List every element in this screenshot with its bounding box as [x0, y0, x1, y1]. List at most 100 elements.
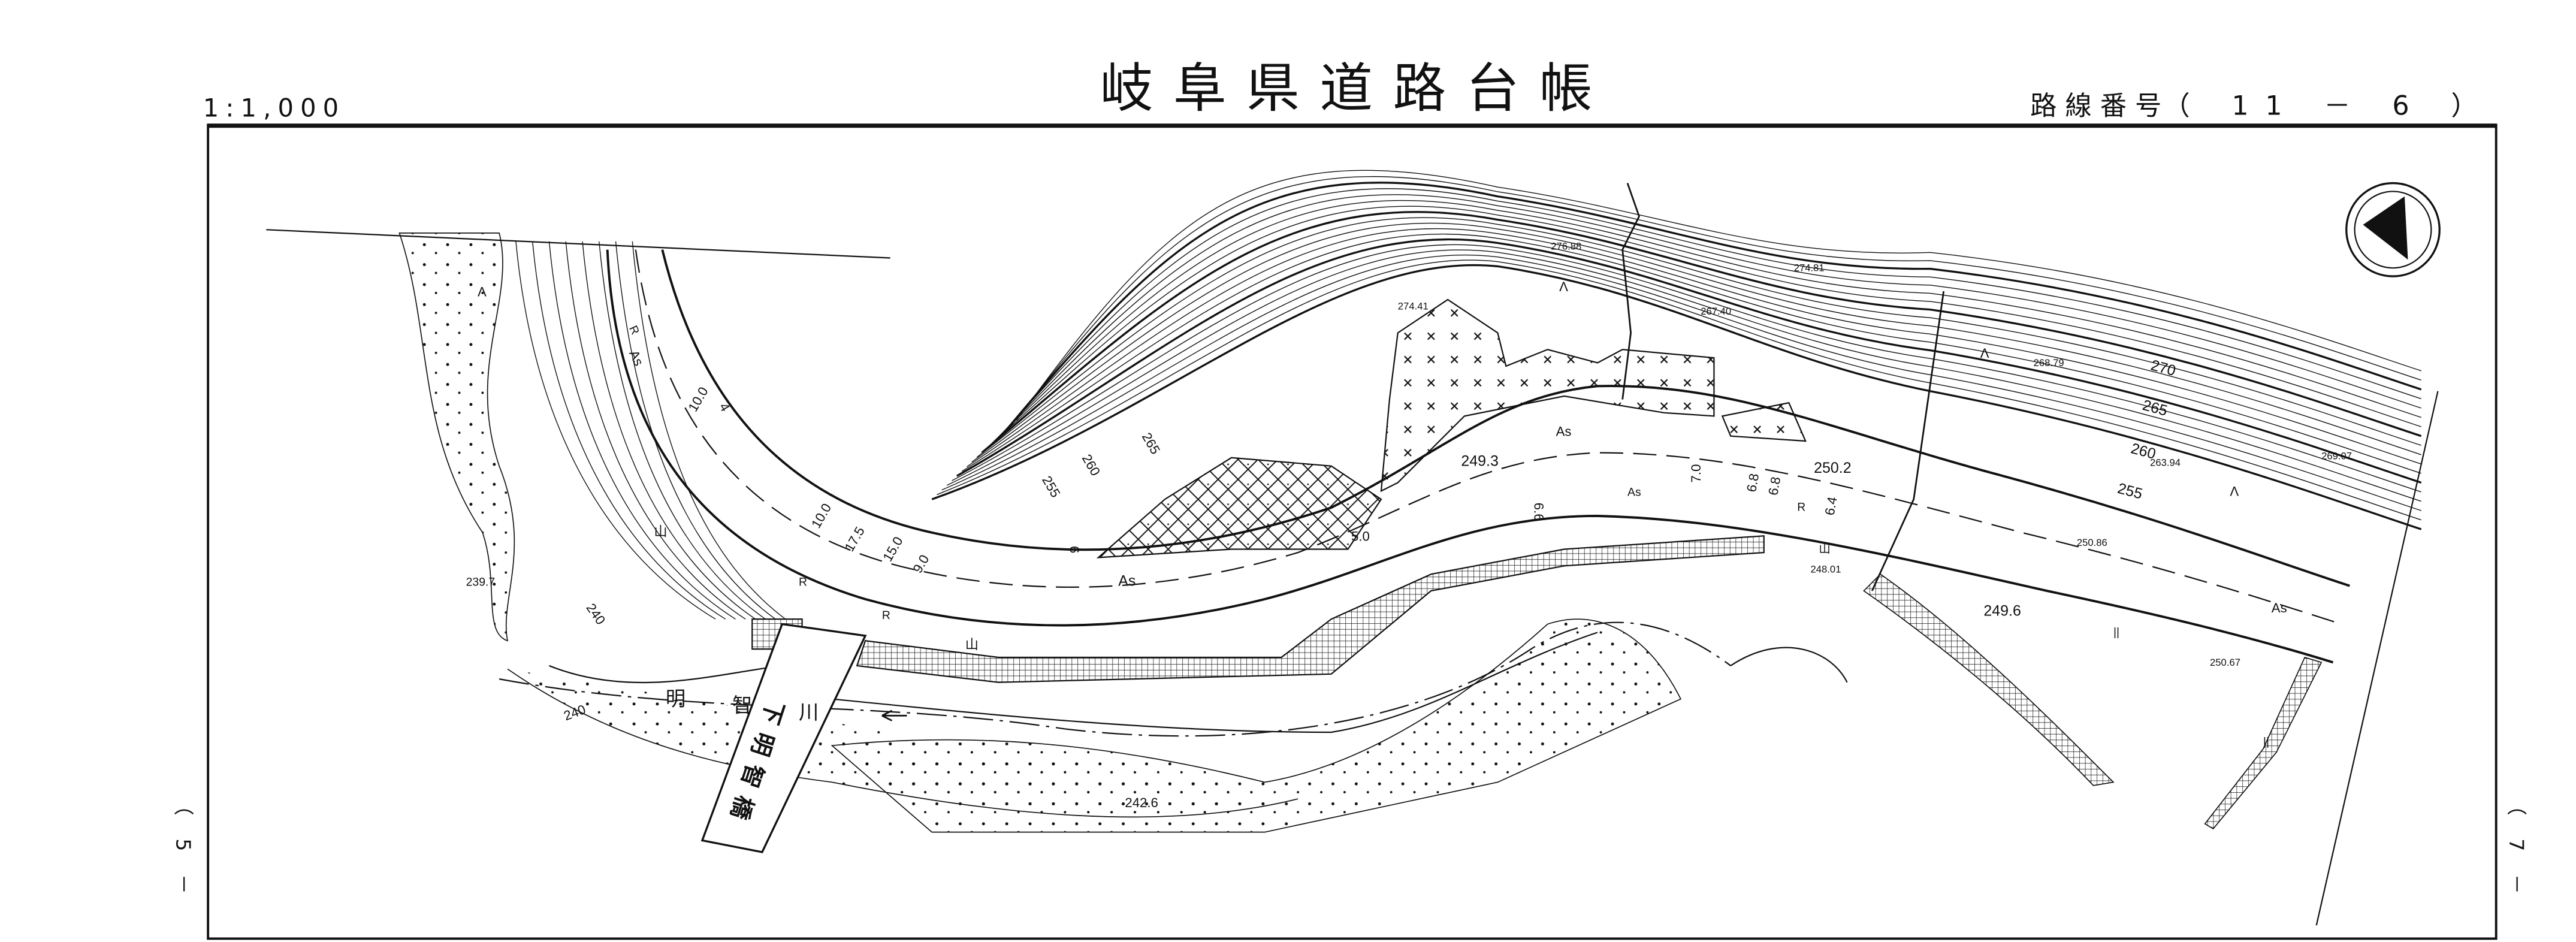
width-label: 6 — [1067, 546, 1082, 553]
surface-label: As — [1118, 573, 1136, 590]
forest-area-small — [1721, 401, 1807, 442]
side-road-right — [2204, 657, 2323, 830]
contour-line — [1016, 170, 2421, 421]
spot-height: 274.81 — [1794, 262, 1825, 274]
spot-height: 263.94 — [2150, 457, 2181, 469]
contour-line — [961, 233, 2421, 474]
land-use-label: Λ — [478, 284, 487, 299]
contour-line — [971, 222, 2421, 463]
contour-line — [531, 241, 726, 620]
surface-label: As — [1556, 424, 1572, 439]
land-use-label: 山 — [965, 637, 979, 652]
spot-height: 269.07 — [2321, 451, 2352, 462]
width-label: 6.6 — [1532, 503, 1547, 521]
contour-line — [599, 241, 766, 620]
boundary-line-right — [2315, 391, 2439, 926]
route-number-label: 路線番号 — [2030, 91, 2170, 122]
width-label: 17.5 — [842, 524, 868, 554]
scale-label: 1:1,000 — [203, 93, 345, 122]
width-label: 7.0 — [1689, 464, 1704, 483]
page-title: 岐阜県道路台帳 — [1100, 58, 1612, 119]
flow-arrow-icon — [881, 709, 907, 721]
river-name: 明 — [666, 689, 685, 711]
contour-line — [941, 254, 2421, 511]
marker-label: R — [799, 576, 807, 589]
spot-height: 242.6 — [1125, 795, 1158, 810]
contour-label: 260 — [1079, 452, 1103, 479]
contour-line — [976, 217, 2421, 458]
contour-line — [996, 194, 2421, 439]
spot-height: 267.40 — [1701, 306, 1731, 317]
left-sheet-ref: （ 5 － — [171, 796, 195, 902]
route-number: （ 11 － 6 ） — [2163, 91, 2494, 122]
width-label: 10.0 — [685, 384, 711, 414]
retaining-wall — [856, 535, 1765, 683]
surface-label: As — [626, 348, 647, 368]
contour-lines — [515, 170, 2422, 620]
contour-line — [582, 241, 756, 620]
contour-line — [565, 241, 746, 620]
land-use-label: Λ — [1980, 346, 1989, 361]
land-use-label: 山 — [1819, 542, 1830, 555]
spot-height: 250.2 — [1814, 460, 1852, 476]
contour-line — [986, 206, 2421, 449]
spot-height: 248.01 — [1811, 563, 1841, 575]
spot-height: 249.3 — [1461, 453, 1499, 470]
contour-line — [937, 259, 2421, 521]
utility-path — [1621, 183, 1640, 400]
contour-line — [956, 238, 2422, 484]
surface-label: As — [2272, 600, 2287, 615]
land-use-label: Λ — [2230, 484, 2239, 499]
right-sheet-ref: （ 7 － — [2505, 796, 2528, 902]
width-label: 5.0 — [1351, 529, 1370, 544]
width-label: 6.8 — [1765, 476, 1783, 497]
land-use-label: Λ — [1559, 279, 1568, 294]
surface-label: As — [1627, 486, 1641, 499]
spot-height: 276.88 — [1551, 241, 1581, 252]
contour-line — [952, 244, 2421, 493]
north-arrow-icon — [2345, 182, 2441, 277]
contour-label: 255 — [1039, 473, 1063, 500]
contour-line — [1001, 188, 2421, 434]
width-label: 6.4 — [1822, 496, 1840, 517]
river-name: 智 — [732, 695, 752, 717]
marker-label: R — [882, 609, 890, 622]
spot-height: 250.67 — [2210, 657, 2240, 668]
contour-line — [967, 228, 2421, 467]
contour-line — [981, 211, 2422, 454]
contour-line — [548, 241, 736, 620]
spot-height: 268.79 — [2034, 357, 2064, 369]
spot-height: 250.86 — [2077, 537, 2107, 548]
bridge — [700, 623, 867, 853]
contour-line — [615, 241, 776, 620]
width-label: 15.0 — [880, 534, 905, 564]
land-use-label: || — [2113, 626, 2119, 639]
crosshatch-area — [1096, 457, 1382, 558]
spot-height: 274.41 — [1398, 301, 1429, 312]
contour-line — [632, 241, 786, 620]
utility-path-2 — [1871, 291, 1945, 591]
contour-line — [946, 249, 2421, 502]
width-label: 4 — [716, 400, 733, 414]
contour-line — [991, 200, 2421, 444]
road — [606, 249, 2350, 664]
contour-label: 265 — [1139, 430, 1163, 457]
river-name: 川 — [799, 702, 819, 724]
land-use-label: 山 — [654, 524, 667, 539]
contour-line — [515, 241, 716, 620]
spot-height: 239.7 — [466, 576, 496, 589]
contour-line — [1005, 182, 2422, 430]
river — [398, 233, 1848, 833]
marker-label: R — [626, 324, 642, 337]
land-use-label: || — [2263, 735, 2269, 748]
contour-label: 270 — [2149, 357, 2178, 379]
boundary-line — [266, 229, 890, 259]
marker-label: R — [1797, 501, 1805, 514]
width-label: 6.8 — [1744, 472, 1762, 493]
side-road — [1863, 573, 2115, 786]
contour-label: 240 — [583, 600, 608, 627]
contour-label: 265 — [2141, 397, 2170, 419]
width-label: 10.0 — [808, 501, 834, 531]
spot-height: 249.6 — [1983, 603, 2021, 620]
